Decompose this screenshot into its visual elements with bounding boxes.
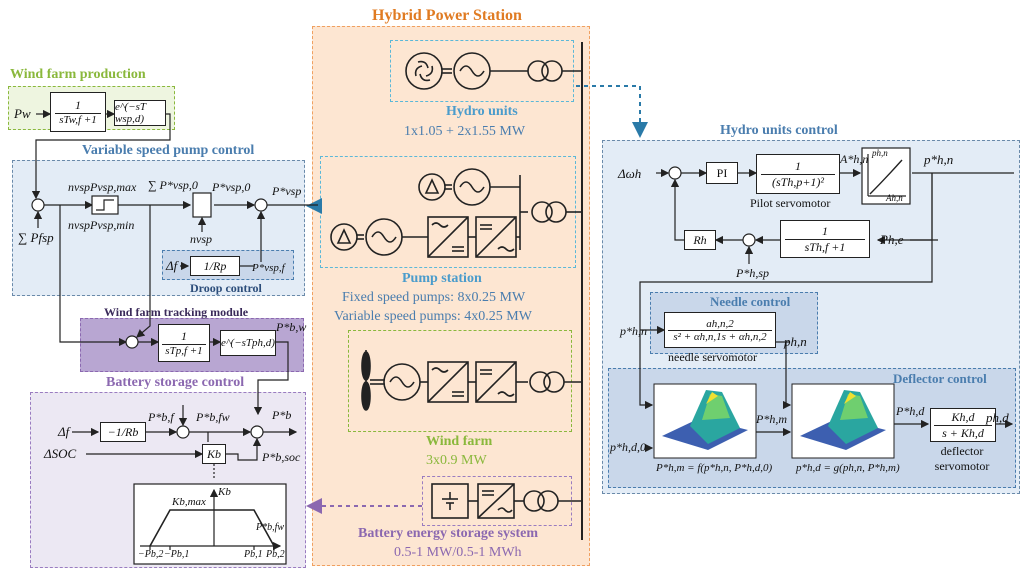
pump-station-icon: [330, 168, 582, 258]
droop-gain-block: 1/Rp: [190, 256, 240, 276]
wind-production-title: Wind farm production: [10, 67, 146, 82]
bess-capacity: 0.5-1 MW/0.5-1 MWh: [394, 545, 522, 560]
pilot-servomotor-block: 1 (sTh,p+1)²: [756, 154, 840, 194]
hydro-phsp-label: P*h,sp: [736, 266, 769, 280]
droop-output: P*vsp,f: [252, 262, 285, 274]
wind-input-label: Pw: [14, 106, 31, 121]
kb-plot: [133, 483, 287, 565]
battery-dsoc: ΔSOC: [44, 446, 77, 461]
kb-plot-xlabel: P*b,fw: [256, 522, 285, 533]
deflector-tf-den: s + Kh,d: [942, 425, 984, 440]
battery-title: Battery storage control: [106, 375, 245, 390]
pilot-tf-num: 1: [761, 159, 835, 175]
pump-station-title: Pump station: [402, 271, 482, 286]
droop-input: Δf: [166, 258, 178, 273]
wind-tf-block: 1 sTw,f +1: [50, 92, 106, 132]
hydro-turbine-icon: [405, 52, 582, 90]
feedback-filter-block: 1 sTh,f +1: [780, 220, 870, 258]
battery-icon: [431, 483, 582, 519]
feedback-tf-num: 1: [785, 224, 865, 240]
tracking-tf-block: 1 sTp,f +1: [158, 324, 210, 362]
kb-plot-tick-3: Pb,1: [244, 549, 263, 560]
hps-title: Hybrid Power Station: [372, 7, 522, 24]
hydro-units-capacity: 1x1.05 + 2x1.55 MW: [404, 124, 526, 139]
vsp-min-label: nvspPvsp,min: [68, 218, 135, 232]
vsp-p0-label: P*vsp,0: [212, 180, 251, 194]
kb-plot-tick-2: −Pb,1: [164, 549, 190, 560]
sat-ylabel: ph,n: [872, 148, 888, 158]
tracking-delay-block: e^(−sTph,d): [220, 330, 276, 356]
hydro-units-control-title: Hydro units control: [720, 123, 838, 138]
hydro-phe-label: Ph,e: [880, 232, 904, 247]
sat-xlabel: Ah,n: [886, 193, 903, 203]
tracking-output: P*b,w: [276, 320, 307, 334]
hydro-units-title: Hydro units: [446, 104, 518, 119]
tracking-title: Wind farm tracking module: [104, 305, 249, 319]
kb-plot-tick-4: Pb,2: [266, 549, 285, 560]
wind-delay-block: e^(−sT wsp,d): [114, 100, 166, 126]
deflector-tf-num: Kh,d: [934, 410, 992, 426]
battery-pbsoc: P*b,soc: [262, 450, 301, 464]
rh-block: Rh: [684, 230, 716, 250]
bess-title: Battery energy storage system: [358, 526, 538, 541]
vsp-control-title: Variable speed pump control: [82, 143, 255, 158]
battery-kb-block: Kb: [202, 444, 226, 464]
saturation-block: [861, 147, 911, 205]
vsp-sum-p0: ∑ P*vsp,0: [148, 178, 198, 192]
wind-farm-zone: [348, 330, 572, 432]
deflector-phm: P*h,m: [756, 412, 787, 426]
feedback-tf-den: sTh,f +1: [804, 239, 846, 254]
droop-title: Droop control: [190, 281, 262, 295]
deflector-fn1: P*h,m = f(p*h,n, P*h,d,0): [656, 462, 773, 474]
needle-servomotor-label: needle servomotor: [668, 350, 757, 364]
wind-farm-title: Wind farm: [426, 434, 493, 449]
surface-plot-f: [653, 383, 757, 459]
wind-tf-num: 1: [55, 98, 101, 114]
needle-input: p*h,n: [620, 324, 647, 338]
pi-block: PI: [706, 162, 738, 184]
deflector-tf-block: Kh,d s + Kh,d: [930, 408, 996, 442]
needle-tf-den: s² + αh,n,1s + αh,n,2: [673, 330, 767, 343]
pilot-servomotor-label: Pilot servomotor: [750, 196, 831, 210]
battery-out: P*b: [272, 408, 292, 422]
wind-farm-capacity: 3x0.9 MW: [426, 453, 487, 468]
wind-turbine-icon: [361, 350, 582, 411]
kb-plot-kbmax: Kb,max: [172, 496, 206, 508]
vsp-sum-pfsp: ∑ Pfsp: [18, 230, 54, 245]
surface-plot-g: [791, 383, 895, 459]
hydro-dw-label: Δωh: [618, 166, 642, 181]
battery-df: Δf: [58, 424, 70, 439]
deflector-input: p*h,d,0: [610, 440, 646, 454]
tracking-tf-num: 1: [162, 329, 206, 345]
wind-tf-den: sTw,f +1: [59, 114, 97, 126]
needle-tf-num: ah,n,2: [668, 318, 772, 331]
pilot-tf-den: (sTh,p+1)²: [771, 174, 825, 189]
pump-station-line1: Fixed speed pumps: 8x0.25 MW: [342, 290, 526, 305]
needle-tf-block: ah,n,2 s² + αh,n,1s + αh,n,2: [664, 312, 776, 348]
battery-gain-block: −1/Rb: [100, 422, 146, 442]
battery-pbf: P*b,f: [148, 410, 174, 424]
needle-output: ph,n: [784, 334, 807, 349]
vsp-n-label: nvsp: [190, 232, 212, 246]
deflector-phd: P*h,d: [896, 404, 925, 418]
kb-plot-tick-1: −Pb,2: [138, 549, 164, 560]
kb-plot-ylabel: Kb: [218, 486, 231, 498]
deflector-output: ph,d: [986, 410, 1009, 425]
deflector-servomotor-label: deflector servomotor: [934, 444, 990, 473]
hydro-phn-output: p*h,n: [924, 152, 954, 167]
tracking-tf-den: sTp,f +1: [165, 345, 203, 357]
vsp-max-label: nvspPvsp,max: [68, 180, 137, 194]
deflector-title: Deflector control: [893, 371, 987, 386]
pump-station-line2: Variable speed pumps: 4x0.25 MW: [334, 309, 532, 324]
needle-title: Needle control: [710, 294, 791, 309]
vsp-out-label: P*vsp: [272, 184, 302, 198]
hydro-ahn-label: A*h,n: [840, 152, 869, 166]
battery-pbfw: P*b,fw: [196, 410, 230, 424]
deflector-fn2: p*h,d = g(ph,n, P*h,m): [796, 462, 900, 474]
